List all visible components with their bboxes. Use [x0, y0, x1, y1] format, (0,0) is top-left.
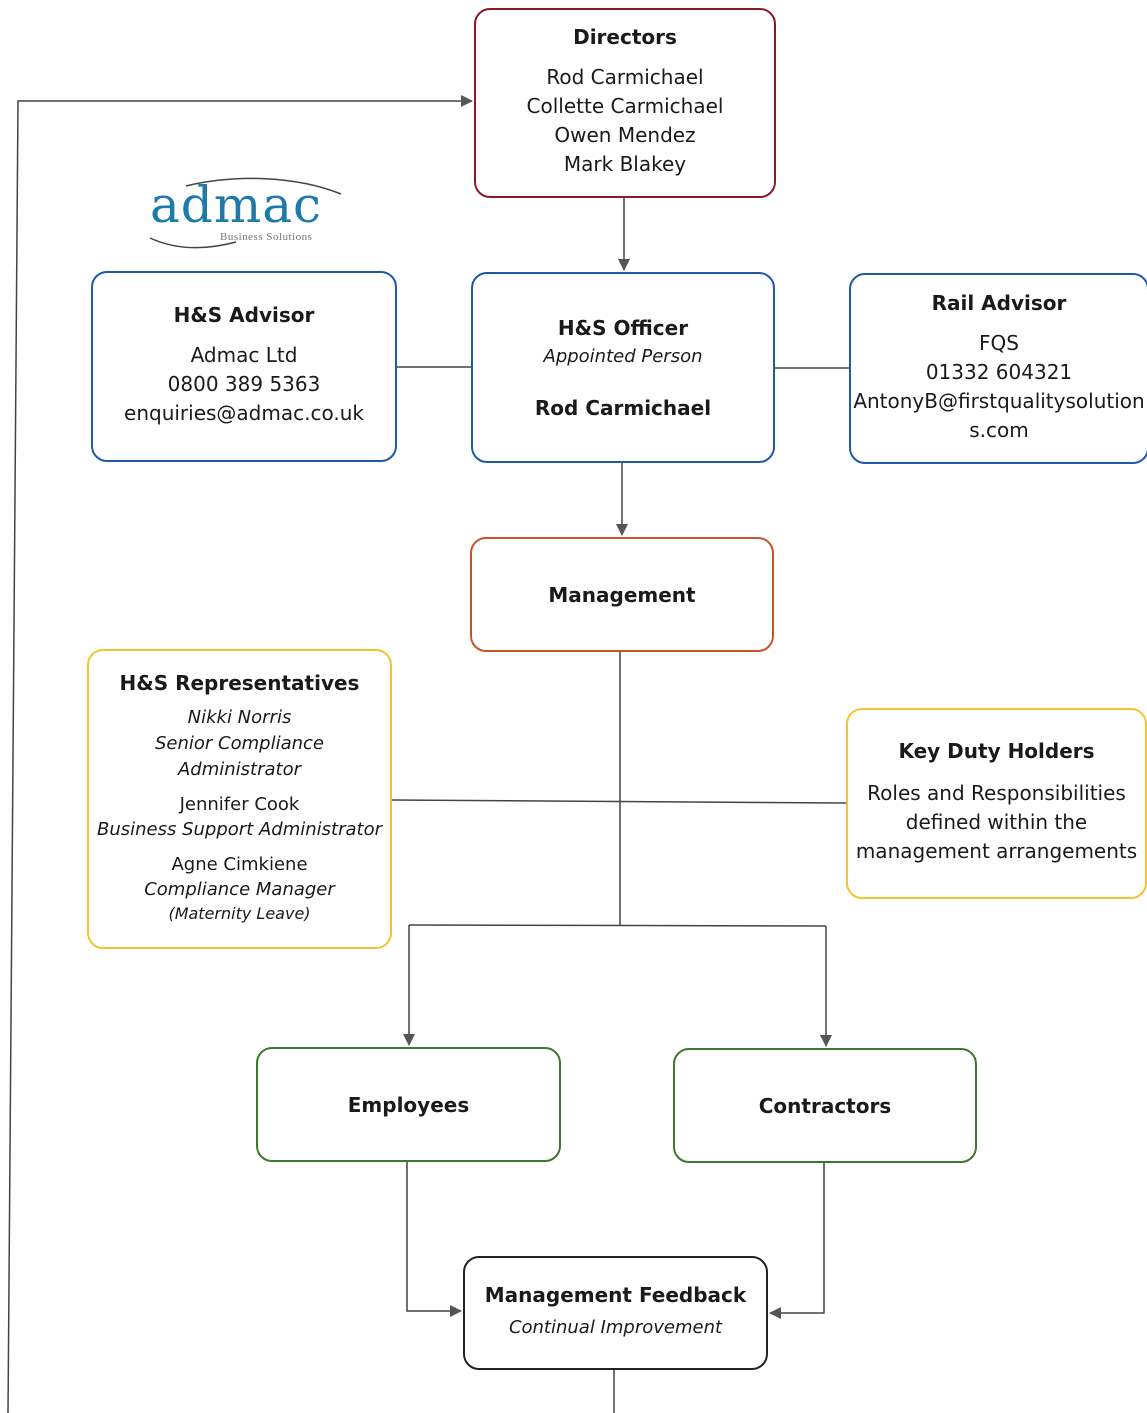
- hs-advisor-phone: 0800 389 5363: [167, 372, 321, 396]
- rep-name: Agne Cimkiene: [171, 854, 308, 875]
- employees-title: Employees: [347, 1092, 470, 1117]
- link-reps-keyduty: [391, 799, 847, 804]
- key-duty-line: management arrangements: [855, 839, 1138, 863]
- director-name: Mark Blakey: [563, 152, 687, 176]
- director-name: Owen Mendez: [554, 123, 696, 147]
- hs-officer-name: Rod Carmichael: [534, 395, 712, 420]
- rep-role: Administrator: [177, 759, 302, 780]
- contractors-box: Contractors: [673, 1048, 977, 1163]
- rail-advisor-email-cont: s.com: [969, 417, 1029, 442]
- arrow-contractors-to-feedback: [769, 1163, 825, 1319]
- rail-advisor-title: Rail Advisor: [931, 290, 1067, 315]
- feedback-title: Management Feedback: [484, 1283, 747, 1307]
- rep-role: Senior Compliance: [155, 733, 324, 754]
- hs-advisor-email: enquiries@admac.co.uk: [124, 401, 364, 425]
- management-box: Management: [470, 537, 774, 652]
- rep-note: (Maternity Leave): [168, 904, 311, 923]
- logo-swoosh-icon: [149, 177, 342, 249]
- rail-advisor-company: FQS: [979, 330, 1019, 355]
- director-name: Rod Carmichael: [546, 65, 704, 89]
- rep-name: Jennifer Cook: [179, 794, 300, 815]
- key-duty-holders-box: Key Duty Holders Roles and Responsibilit…: [846, 708, 1147, 899]
- split-horizontal: [408, 924, 827, 927]
- management-feedback-box: Management Feedback Continual Improvemen…: [463, 1256, 768, 1370]
- director-name: Collette Carmichael: [526, 94, 724, 118]
- rep-name: Nikki Norris: [187, 707, 292, 728]
- employees-box: Employees: [256, 1047, 561, 1162]
- hs-officer-subtitle: Appointed Person: [543, 345, 703, 367]
- management-title: Management: [548, 582, 696, 607]
- admac-logo: admac Business Solutions: [146, 176, 346, 256]
- rep-role: Compliance Manager: [144, 879, 335, 900]
- hs-officer-title: H&S Officer: [557, 315, 689, 340]
- rep-role: Business Support Administrator: [97, 819, 382, 840]
- rail-advisor-box: Rail Advisor FQS 01332 604321 AntonyB@fi…: [849, 273, 1147, 464]
- arrow-employees-to-feedback: [406, 1162, 462, 1317]
- hs-advisor-title: H&S Advisor: [173, 303, 315, 327]
- hs-officer-box: H&S Officer Appointed Person Rod Carmich…: [471, 272, 775, 463]
- contractors-title: Contractors: [758, 1093, 892, 1118]
- key-duty-line: Roles and Responsibilities: [867, 781, 1126, 805]
- hs-advisor-box: H&S Advisor Admac Ltd 0800 389 5363 enqu…: [91, 271, 397, 462]
- hs-reps-title: H&S Representatives: [119, 671, 360, 695]
- feedback-loop-return: [7, 95, 473, 1413]
- feedback-subtitle: Continual Improvement: [508, 1317, 723, 1338]
- directors-title: Directors: [573, 25, 677, 49]
- hs-representatives-box: H&S Representatives Nikki Norris Senior …: [87, 649, 392, 949]
- key-duty-title: Key Duty Holders: [898, 739, 1095, 763]
- logo-tagline: Business Solutions: [220, 231, 313, 243]
- rail-advisor-email: AntonyB@firstqualitysolution: [853, 388, 1145, 413]
- hs-advisor-company: Admac Ltd: [190, 343, 298, 367]
- key-duty-line: defined within the: [905, 810, 1088, 834]
- rail-advisor-phone: 01332 604321: [925, 359, 1073, 384]
- logo-word: admac: [150, 176, 323, 234]
- directors-box: Directors Rod Carmichael Collette Carmic…: [474, 8, 776, 198]
